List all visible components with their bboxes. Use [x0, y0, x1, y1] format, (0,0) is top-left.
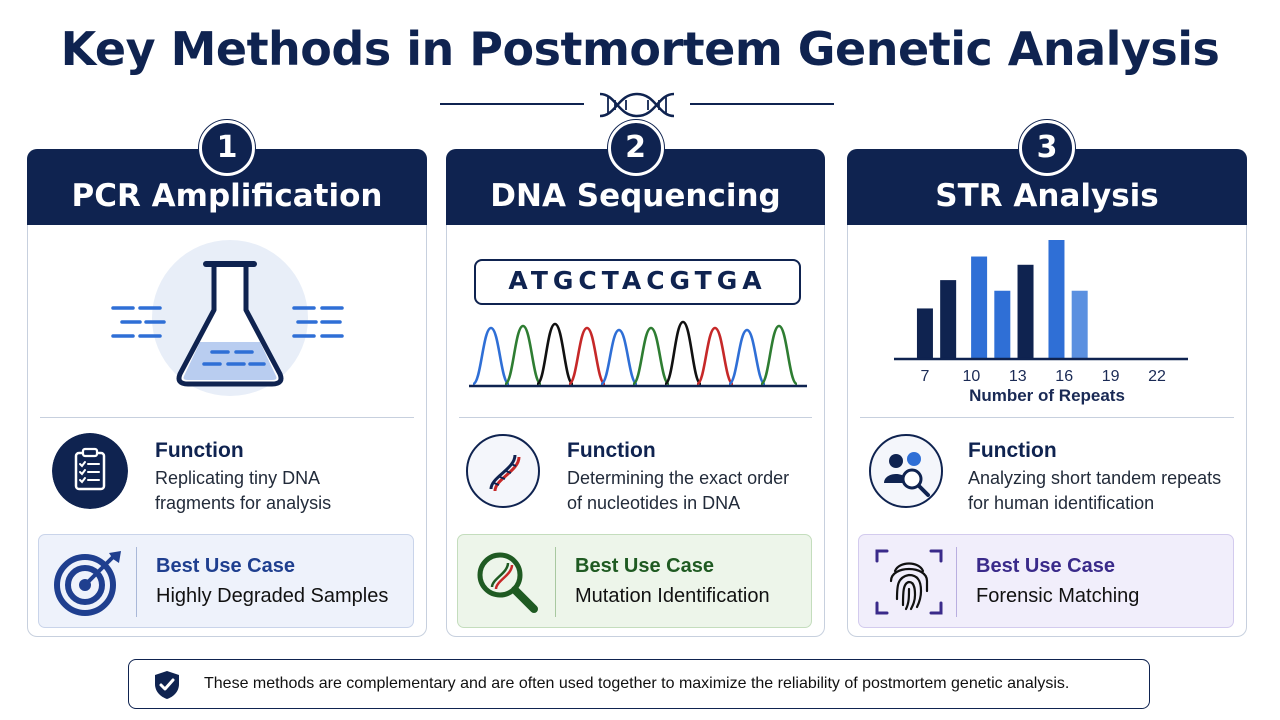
str-bar [940, 280, 957, 358]
dna-sequence: ATGCTACGTGA [474, 259, 801, 305]
function-label: Function [155, 439, 244, 462]
method-card-sequencing: DNA Sequencing 2 ATGCTACGTGA Function De… [446, 120, 825, 637]
magnifier-dna-icon [477, 552, 538, 613]
x-axis-label: Number of Repeats [969, 386, 1125, 405]
dna-icon [466, 434, 540, 508]
function-text: Determining the exact order of nucleotid… [567, 468, 790, 513]
use-case-separator [956, 547, 957, 617]
card-header: PCR Amplification [27, 149, 427, 225]
footer-text: These methods are complementary and are … [204, 675, 1070, 692]
str-bar-chart: 7 10 13 16 19 22 [894, 240, 1188, 385]
use-case-text: Forensic Matching [976, 585, 1140, 607]
function-text: Analyzing short tandem repeats for human… [968, 468, 1222, 513]
best-use-case-box: Best Use Case Mutation Identification [457, 534, 812, 628]
fingerprint-icon [875, 549, 943, 615]
use-case-label: Best Use Case [976, 555, 1115, 577]
best-use-case-box: Best Use Case Highly Degraded Samples [38, 534, 414, 628]
x-tick-label: 19 [1102, 368, 1120, 385]
title-rule-left [440, 103, 584, 105]
chromatogram-peaks [469, 320, 807, 388]
step-number-badge: 3 [1019, 120, 1075, 176]
method-title: DNA Sequencing [490, 178, 781, 214]
best-use-case-box: Best Use Case Forensic Matching [858, 534, 1234, 628]
card-divider [459, 417, 812, 418]
title-rule-right [690, 103, 834, 105]
step-number-badge: 1 [199, 120, 255, 176]
method-title: PCR Amplification [71, 178, 383, 214]
function-label: Function [567, 439, 656, 462]
people-search-icon [869, 434, 943, 508]
x-tick-label: 7 [920, 368, 929, 385]
str-bar [1017, 264, 1034, 358]
use-case-separator [555, 547, 556, 617]
step-number-badge: 2 [607, 120, 664, 176]
use-case-label: Best Use Case [156, 555, 295, 577]
target-icon [54, 551, 121, 616]
function-label: Function [968, 439, 1057, 462]
str-bar [994, 290, 1011, 358]
use-case-text: Mutation Identification [575, 585, 770, 607]
str-bar [971, 256, 988, 358]
method-card-pcr: PCR Amplification 1 Function Re [27, 120, 427, 637]
use-case-separator [136, 547, 137, 617]
str-bar [1071, 290, 1088, 358]
x-tick-label: 16 [1055, 368, 1073, 385]
dna-helix-icon [599, 92, 675, 118]
str-bar [916, 308, 933, 358]
use-case-text: Highly Degraded Samples [156, 585, 389, 607]
card-divider [40, 417, 414, 418]
x-tick-label: 22 [1148, 368, 1166, 385]
x-tick-label: 13 [1009, 368, 1027, 385]
clipboard-checklist-icon [52, 433, 128, 509]
shield-check-icon [155, 671, 179, 699]
page-title: Key Methods in Postmortem Genetic Analys… [60, 22, 1220, 76]
use-case-label: Best Use Case [575, 555, 714, 577]
footer-note: These methods are complementary and are … [128, 659, 1150, 709]
method-title: STR Analysis [935, 178, 1159, 214]
str-bar [1048, 240, 1065, 358]
flask-icon [111, 240, 344, 396]
method-card-str: STR Analysis 3 7 10 13 16 19 22 Number of Rep… [847, 120, 1247, 637]
function-text: Replicating tiny DNA fragments for analy… [155, 468, 332, 513]
card-divider [860, 417, 1234, 418]
x-tick-label: 10 [962, 368, 980, 385]
